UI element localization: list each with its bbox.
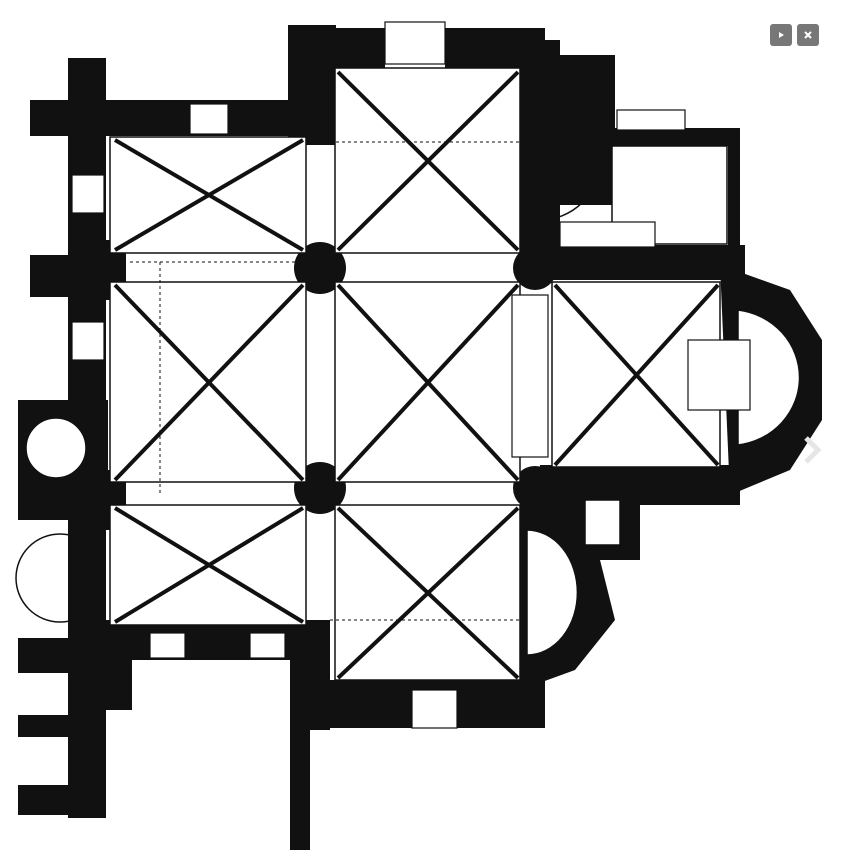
vault-ribs xyxy=(113,70,720,680)
walls xyxy=(18,25,822,850)
windows xyxy=(71,21,751,729)
chevron-right-icon xyxy=(804,436,822,464)
close-viewer-button[interactable] xyxy=(797,24,819,46)
dashed-lines xyxy=(130,141,525,621)
next-image-button[interactable] xyxy=(798,430,828,470)
rooms xyxy=(15,67,801,681)
play-icon xyxy=(779,32,784,38)
close-icon xyxy=(804,31,812,39)
play-slideshow-button[interactable] xyxy=(770,24,792,46)
